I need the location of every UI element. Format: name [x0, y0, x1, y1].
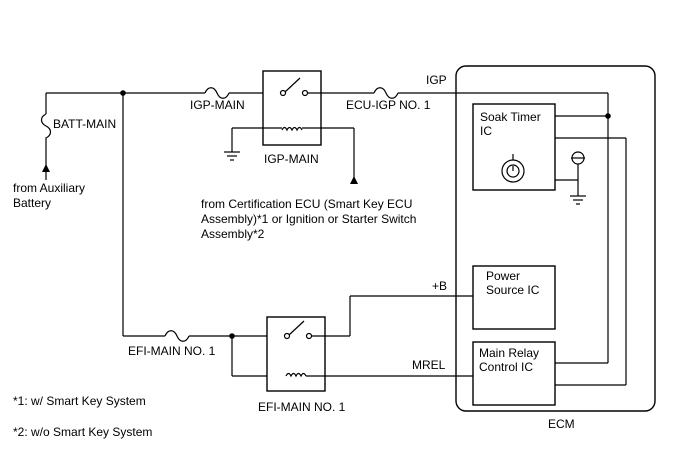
batt-main-fuse-icon — [40, 113, 52, 145]
clock-face-icon — [506, 164, 520, 178]
efi-main-relay-box — [266, 316, 326, 392]
igp-main-relay-box — [262, 70, 322, 146]
efi-main-fuse-icon — [164, 330, 190, 342]
igp-relay-switch-icon — [284, 77, 301, 93]
efi-main-relay-label: EFI-MAIN NO. 1 — [258, 400, 346, 414]
batt-main-label: BATT-MAIN — [53, 117, 116, 131]
relay-contact — [279, 89, 287, 97]
igp-main-fuse-icon — [204, 87, 230, 99]
igp-relay-coil-icon — [281, 126, 303, 132]
igp-signal-label: IGP — [426, 73, 447, 87]
main-relay-label-2: Control IC — [479, 360, 533, 374]
relay-contact — [283, 332, 291, 340]
cert-ecu-label-1: from Certification ECU (Smart Key ECU — [201, 197, 412, 211]
from-aux-label-2: Battery — [13, 196, 51, 210]
footnote-1: *1: w/ Smart Key System — [13, 394, 146, 408]
soak-timer-ic-box — [472, 103, 556, 191]
igp-main-relay-label: IGP-MAIN — [264, 152, 319, 166]
main-relay-control-ic-box — [472, 341, 556, 406]
ecm-label: ECM — [548, 417, 575, 431]
cert-ecu-label-2: Assembly)*1 or Ignition or Starter Switc… — [201, 212, 416, 226]
cert-ecu-label-3: Assembly*2 — [201, 227, 265, 241]
ecu-igp-fuse-icon — [373, 87, 399, 99]
soak-timer-label-2: IC — [480, 124, 492, 138]
up-arrow-icon — [42, 164, 50, 172]
igp-main-fuse-label: IGP-MAIN — [190, 98, 245, 112]
mrel-label: MREL — [412, 358, 446, 372]
efi-main-fuse-label: EFI-MAIN NO. 1 — [128, 344, 216, 358]
from-aux-label: from Auxiliary — [13, 181, 85, 195]
soak-timer-label-1: Soak Timer — [480, 110, 541, 124]
footnote-2: *2: w/o Smart Key System — [13, 425, 152, 439]
power-source-label-1: Power — [486, 269, 520, 283]
power-source-ic-box — [472, 265, 556, 330]
efi-relay-coil-icon — [285, 372, 307, 378]
main-relay-label-1: Main Relay — [479, 346, 539, 360]
power-source-label-2: Source IC — [486, 283, 540, 297]
efi-relay-switch-icon — [288, 320, 305, 336]
plus-b-label: +B — [432, 279, 447, 293]
up-arrow-icon — [350, 176, 358, 184]
ecu-igp-fuse-label: ECU-IGP NO. 1 — [346, 98, 431, 112]
